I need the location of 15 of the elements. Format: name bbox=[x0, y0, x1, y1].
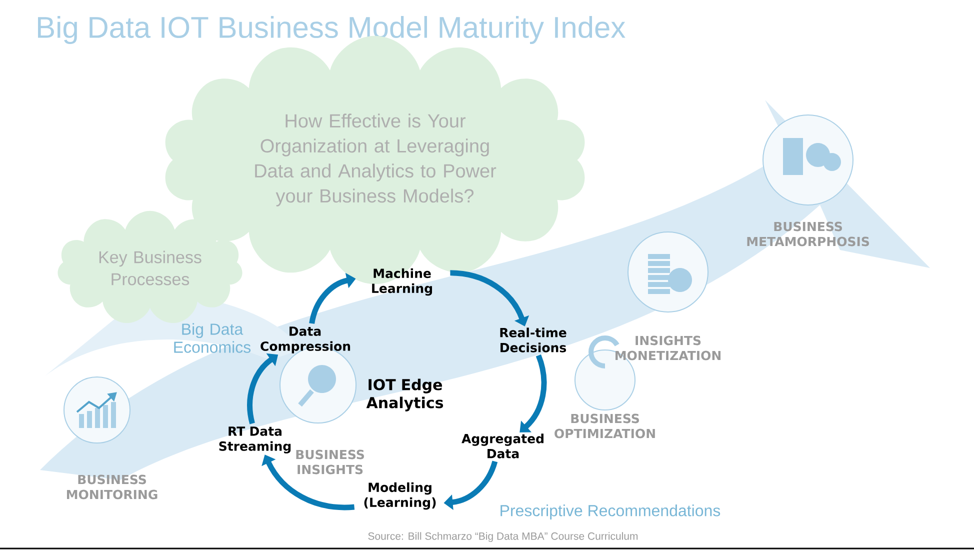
step-label: RT Data Streaming bbox=[219, 426, 291, 454]
band-label: Big Data Economics bbox=[174, 323, 251, 353]
cloud: Key Business Processes bbox=[58, 210, 242, 324]
step-label: Data Compression bbox=[260, 326, 350, 354]
band-label: Prescriptive Recommendations bbox=[500, 504, 720, 520]
stage-label: BUSINESS MONITORING bbox=[66, 474, 158, 500]
step-label: Modeling (Learning) bbox=[364, 482, 436, 510]
step-label: Aggregated Data bbox=[462, 434, 544, 458]
step-label: Real-time Decisions bbox=[500, 328, 566, 352]
stage-label: BUSINESS METAMORPHOSIS bbox=[747, 222, 869, 246]
stage-label: BUSINESS INSIGHTS bbox=[296, 450, 364, 474]
stage-label: BUSINESS OPTIMIZATION bbox=[554, 414, 655, 438]
source-caption: Source: Bill Schmarzo “Big Data MBA” Course Curriculum bbox=[368, 532, 638, 542]
center-label: IOT Edge Analytics bbox=[366, 378, 444, 412]
curved-arrow bbox=[520, 354, 547, 432]
